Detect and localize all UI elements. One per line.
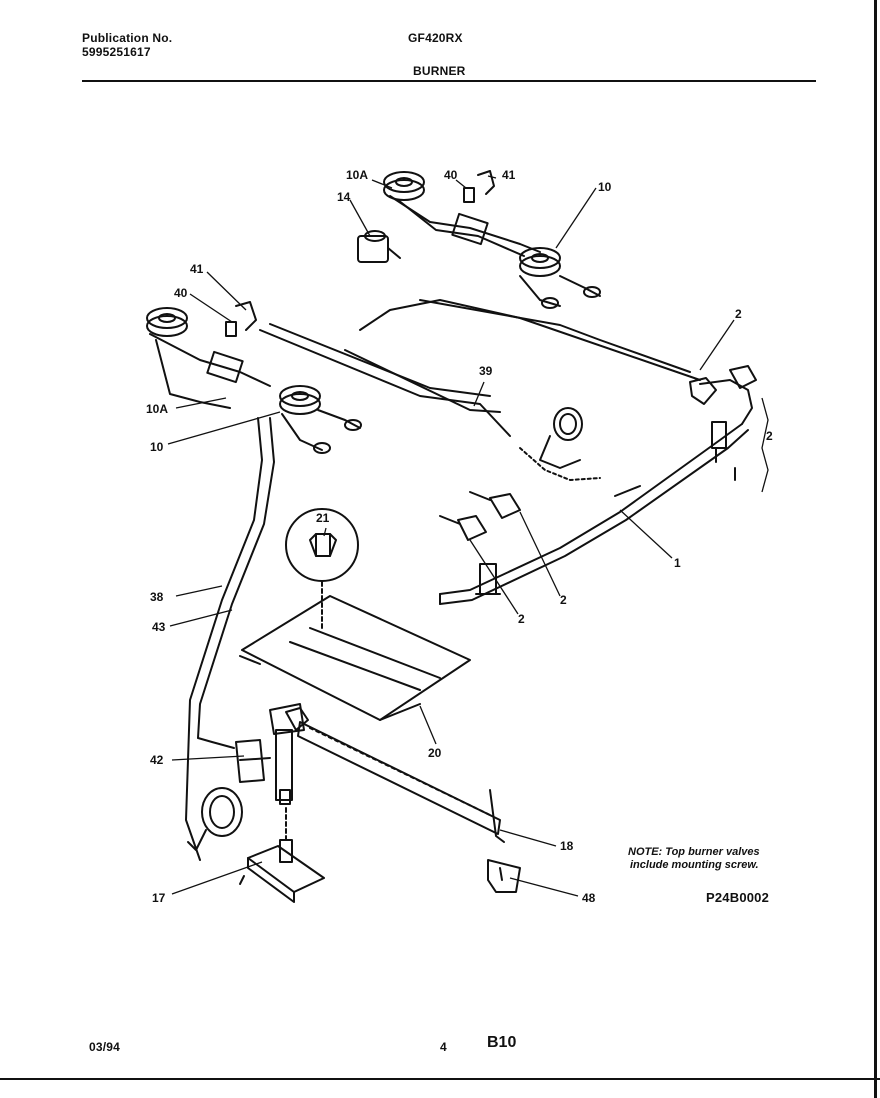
- callout-2-right-top: 2: [735, 307, 742, 321]
- page-border-bottom: [0, 1078, 880, 1080]
- figure-code: P24B0002: [706, 890, 770, 905]
- left-burner-assembly: [146, 301, 362, 454]
- note-line-2: include mounting screw.: [630, 859, 759, 871]
- callout-14: 14: [337, 190, 351, 204]
- callout-2-low: 2: [518, 612, 525, 626]
- callout-41-top: 41: [502, 168, 516, 182]
- callout-21: 21: [316, 511, 330, 525]
- callout-10a-top: 10A: [346, 168, 369, 182]
- rear-burner-assembly: [357, 170, 601, 309]
- callout-43: 43: [152, 620, 166, 634]
- section-title: BURNER: [413, 64, 466, 78]
- callout-40-left: 40: [174, 286, 188, 300]
- callout-10-left: 10: [150, 440, 164, 454]
- callout-1: 1: [674, 556, 681, 570]
- header-rule: [82, 80, 816, 82]
- footer-date: 03/94: [89, 1040, 121, 1054]
- callout-10-top: 10: [598, 180, 612, 194]
- page-border-right: [874, 0, 877, 1098]
- note-line-1: NOTE: Top burner valves: [628, 846, 760, 858]
- callout-42: 42: [150, 753, 164, 767]
- model-number: GF420RX: [408, 31, 463, 45]
- publication-label: Publication No.: [82, 31, 173, 45]
- callout-48: 48: [582, 891, 596, 905]
- footer-section-code: B10: [487, 1034, 517, 1051]
- callout-18: 18: [560, 839, 574, 853]
- callout-38: 38: [150, 590, 164, 604]
- callout-2-far-right: 2: [766, 429, 773, 443]
- callout-39: 39: [479, 364, 493, 378]
- callout-17: 17: [152, 891, 166, 905]
- callout-20: 20: [428, 746, 442, 760]
- callout-40-top: 40: [444, 168, 458, 182]
- footer-page-number: 4: [440, 1040, 447, 1054]
- callout-2-mid: 2: [560, 593, 567, 607]
- publication-number: 5995251617: [82, 45, 151, 59]
- callout-10a-left: 10A: [146, 402, 169, 416]
- callout-41-left: 41: [190, 262, 204, 276]
